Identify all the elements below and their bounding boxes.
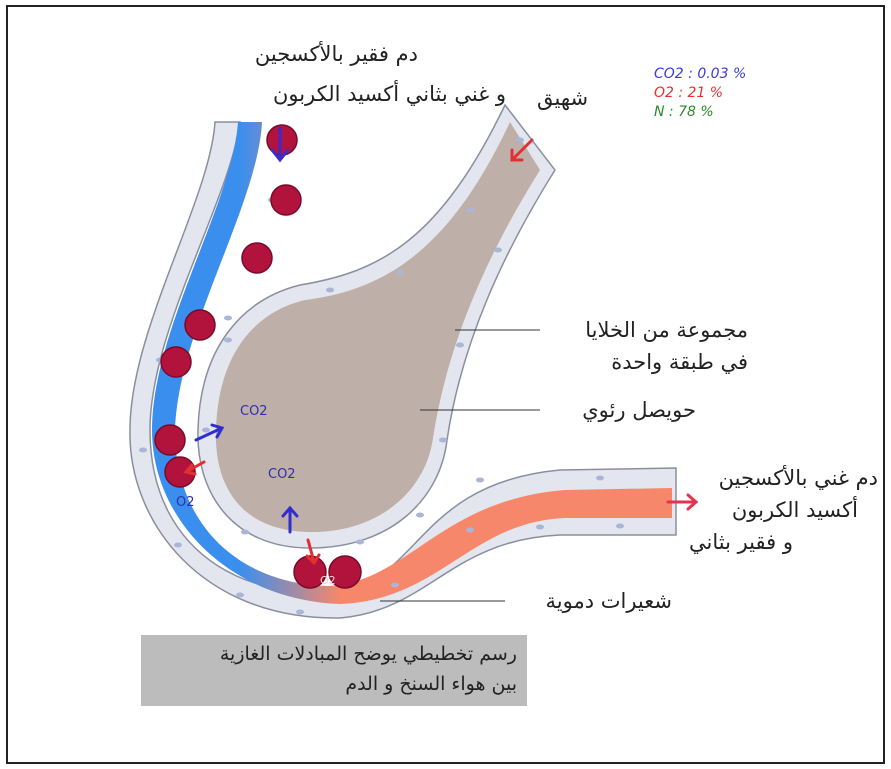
caption-line1: رسم تخطيطي يوضح المبادلات الغازية [220,643,517,665]
label-cell-layer-line2: في طبقة واحدة [548,350,748,374]
air-n-value: N : 78 % [654,104,714,120]
label-rich-blood-line1: دم غني بالأكسجين [678,466,878,490]
label-rich-blood-line2: أكسيد الكربون [678,498,858,522]
red-blood-cell [161,347,191,377]
red-blood-cell [242,243,272,273]
label-cell-layer-line1: مجموعة من الخلايا [548,318,748,342]
label-rich-blood-line3: و فقير بثاني [678,530,793,554]
label-poor-blood-line1: دم فقير بالأكسجين [198,42,418,66]
air-co2-value: CO2 : 0.03 % [654,66,746,82]
air-o2-value: O2 : 21 % [654,85,723,101]
co2-label-top: CO2 [240,404,268,419]
red-blood-cell [271,185,301,215]
o2-label-bottom: O2 [320,574,336,587]
co2-label-bottom: CO2 [268,467,296,482]
caption-line2: بين هواء السنخ و الدم [345,673,517,695]
red-blood-cell [155,425,185,455]
caption-box: رسم تخطيطي يوضح المبادلات الغازية بين هو… [141,635,527,706]
label-poor-blood-line2: و غني بثاني أكسيد الكربون [196,82,506,106]
label-inhale: شهيق [537,86,588,110]
alveolus-interior [216,122,540,532]
label-capillaries: شعيرات دموية [512,589,672,613]
o2-label-left: O2 [176,495,195,510]
red-blood-cell [185,310,215,340]
label-alveolus: حويصل رئوي [548,398,696,422]
